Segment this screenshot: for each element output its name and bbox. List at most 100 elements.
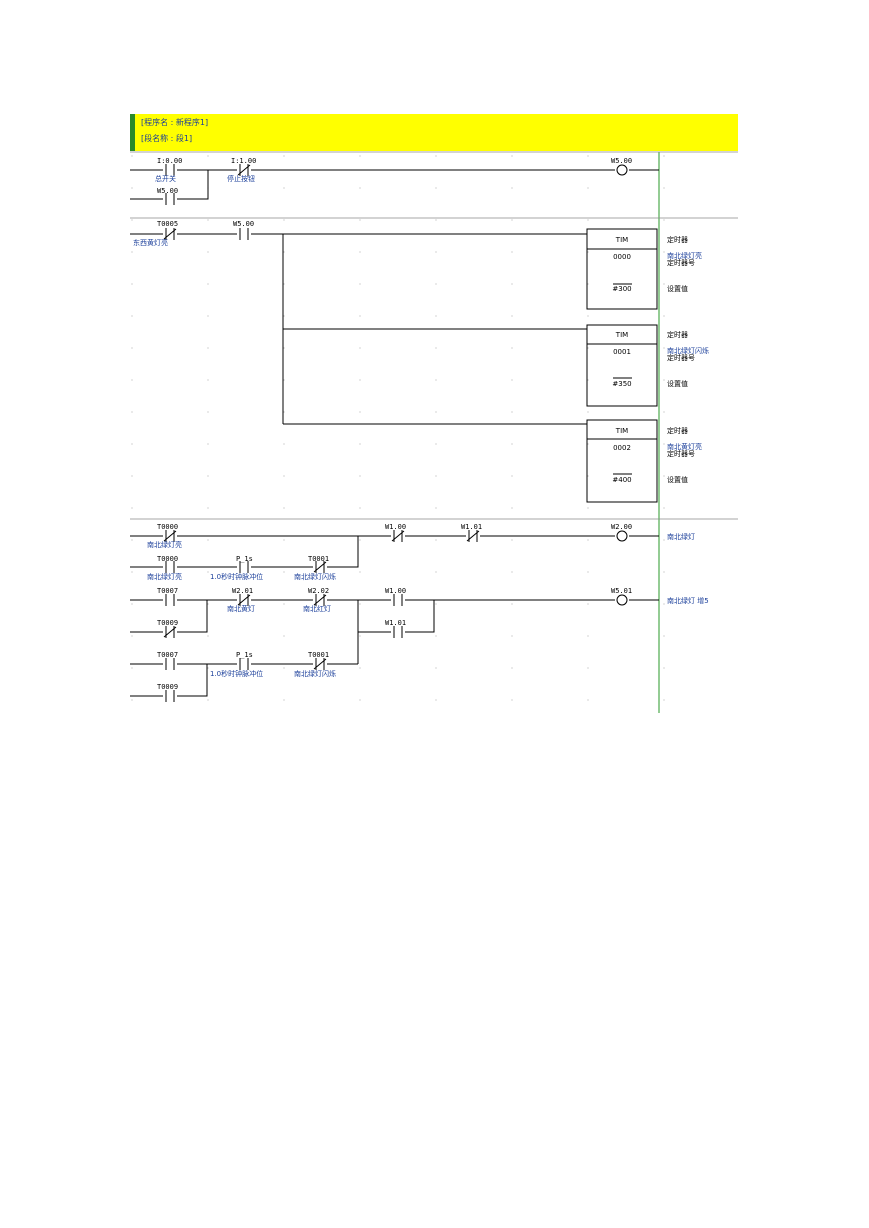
- no-contact[interactable]: [239, 658, 249, 670]
- grid-dot: [587, 699, 589, 701]
- timer-number-label: 定时器号: [667, 258, 695, 267]
- contact-address: T0000: [157, 555, 178, 563]
- timer-name-label: 定时器: [667, 426, 688, 435]
- grid-dot: [283, 315, 285, 317]
- contact-address: T0007: [157, 651, 178, 659]
- nc-contact[interactable]: [163, 626, 177, 638]
- timer-title: TIM: [615, 427, 628, 435]
- grid-dot: [511, 379, 513, 381]
- coil-label: 南北绿灯: [667, 532, 695, 541]
- grid-dot: [435, 699, 437, 701]
- grid-dot: [435, 635, 437, 637]
- no-contact[interactable]: [165, 690, 175, 702]
- grid-dot: [283, 603, 285, 605]
- grid-dot: [511, 603, 513, 605]
- contact-label: 1.0秒时钟脉冲位: [210, 669, 263, 678]
- grid-dot: [359, 699, 361, 701]
- grid-dot: [587, 539, 589, 541]
- nc-contact[interactable]: [466, 530, 480, 542]
- grid-dot: [359, 667, 361, 669]
- grid-dot: [359, 379, 361, 381]
- nc-contact[interactable]: [391, 530, 405, 542]
- contact-address: T0001: [308, 555, 329, 563]
- program-header: [程序名 : 新程序1] [段名称 : 段1]: [130, 114, 738, 151]
- no-contact[interactable]: [165, 561, 175, 573]
- grid-dot: [359, 635, 361, 637]
- grid-dot: [511, 251, 513, 253]
- timer-number-label: 定时器号: [667, 449, 695, 458]
- contact-address: W5.00: [233, 220, 254, 228]
- no-contact[interactable]: [165, 193, 175, 205]
- timer-name-label: 定时器: [667, 235, 688, 244]
- contact-address: W1.00: [385, 523, 406, 531]
- grid-dot: [283, 667, 285, 669]
- timer-setting: #400: [612, 476, 631, 484]
- contact-address: W5.00: [157, 187, 178, 195]
- grid-dot: [663, 571, 665, 573]
- timer-comment: 南北绿灯亮: [667, 251, 702, 260]
- grid-dot: [435, 379, 437, 381]
- no-contact[interactable]: [165, 594, 175, 606]
- timer-setting-label: 设置值: [667, 475, 688, 484]
- no-contact[interactable]: [165, 658, 175, 670]
- output-coil[interactable]: [616, 530, 628, 542]
- grid-dot: [359, 507, 361, 509]
- grid-dot: [511, 411, 513, 413]
- grid-dot: [283, 571, 285, 573]
- grid-dot: [207, 347, 209, 349]
- grid-dot: [283, 283, 285, 285]
- output-coil[interactable]: [616, 594, 628, 606]
- contact-address: T0001: [308, 651, 329, 659]
- nc-contact[interactable]: [313, 561, 327, 573]
- contact-address: W1.00: [385, 587, 406, 595]
- no-contact[interactable]: [239, 561, 249, 573]
- grid-dot: [587, 315, 589, 317]
- contact-address: P_1s: [236, 555, 253, 563]
- grid-dot: [131, 155, 133, 157]
- output-coil[interactable]: [616, 164, 628, 176]
- contact-address: W2.01: [232, 587, 253, 595]
- grid-dot: [663, 347, 665, 349]
- no-contact[interactable]: [393, 626, 403, 638]
- grid-dot: [511, 187, 513, 189]
- no-contact[interactable]: [239, 228, 249, 240]
- grid-dot: [435, 219, 437, 221]
- grid-dot: [283, 507, 285, 509]
- timer-block-0000[interactable]: TIM 0000 #300: [586, 228, 658, 310]
- timer-block-0001[interactable]: TIM 0001 #350: [586, 324, 658, 407]
- nc-contact[interactable]: [313, 658, 327, 670]
- grid-dot: [663, 635, 665, 637]
- grid-dot: [663, 219, 665, 221]
- grid-dot: [131, 187, 133, 189]
- grid-dot: [435, 155, 437, 157]
- grid-dot: [359, 347, 361, 349]
- grid-dot: [587, 379, 589, 381]
- grid-dot: [587, 347, 589, 349]
- grid-dot: [359, 603, 361, 605]
- no-contact[interactable]: [393, 594, 403, 606]
- timer-title: TIM: [615, 236, 628, 244]
- grid-dot: [283, 635, 285, 637]
- grid-dot: [207, 635, 209, 637]
- nc-contact[interactable]: [237, 594, 251, 606]
- grid-dot: [511, 315, 513, 317]
- grid-dot: [587, 571, 589, 573]
- nc-contact[interactable]: [237, 164, 251, 176]
- grid-dot: [283, 411, 285, 413]
- grid-dot: [663, 603, 665, 605]
- grid-dot: [283, 539, 285, 541]
- timer-number: 0000: [613, 253, 631, 261]
- nc-contact[interactable]: [163, 530, 177, 542]
- timer-block-0002[interactable]: TIM 0002 #400: [586, 419, 658, 503]
- grid-dot: [283, 155, 285, 157]
- grid-dot: [435, 475, 437, 477]
- contact-address: T0007: [157, 587, 178, 595]
- nc-contact[interactable]: [163, 228, 177, 240]
- grid-dot: [663, 699, 665, 701]
- no-contact[interactable]: [165, 164, 175, 176]
- grid-dot: [131, 379, 133, 381]
- coil-address: W5.00: [611, 157, 632, 165]
- nc-contact[interactable]: [313, 594, 327, 606]
- timer-name-label: 定时器: [667, 330, 688, 339]
- grid-dot: [663, 315, 665, 317]
